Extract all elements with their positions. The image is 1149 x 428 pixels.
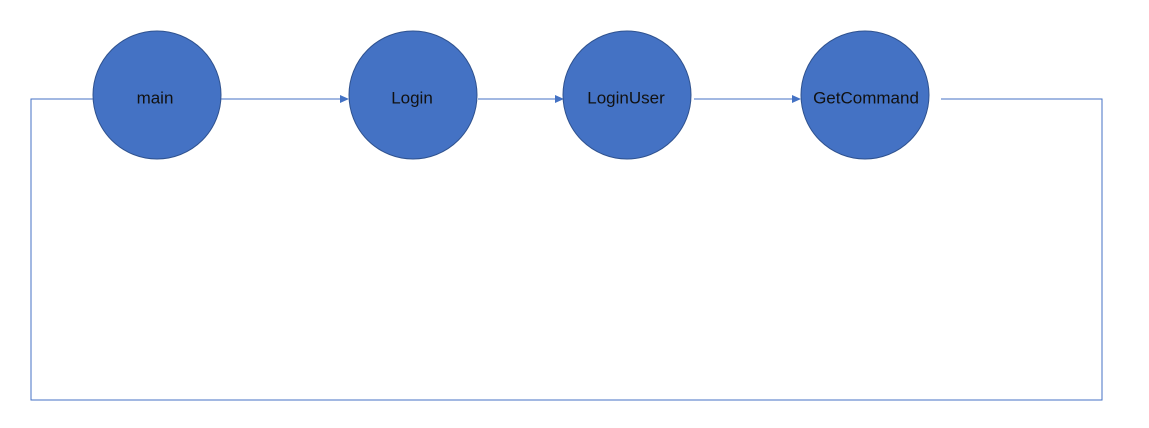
node-main[interactable]: main [92,30,222,160]
node-login[interactable]: Login [348,30,478,160]
node-main-circle[interactable] [92,30,222,160]
edge-getcommand-loop-to-main [30,98,1103,401]
node-getcommand[interactable]: GetCommand [800,30,930,160]
node-loginuser-circle[interactable] [562,30,692,160]
node-login-circle[interactable] [348,30,478,160]
node-loginuser-label: LoginUser [587,88,665,107]
edges [30,95,1103,401]
node-login-label: Login [391,88,433,107]
node-main-label: main [137,88,174,107]
node-getcommand-label: GetCommand [813,88,919,107]
node-loginuser[interactable]: LoginUser [562,30,692,160]
node-getcommand-circle[interactable] [800,30,930,160]
